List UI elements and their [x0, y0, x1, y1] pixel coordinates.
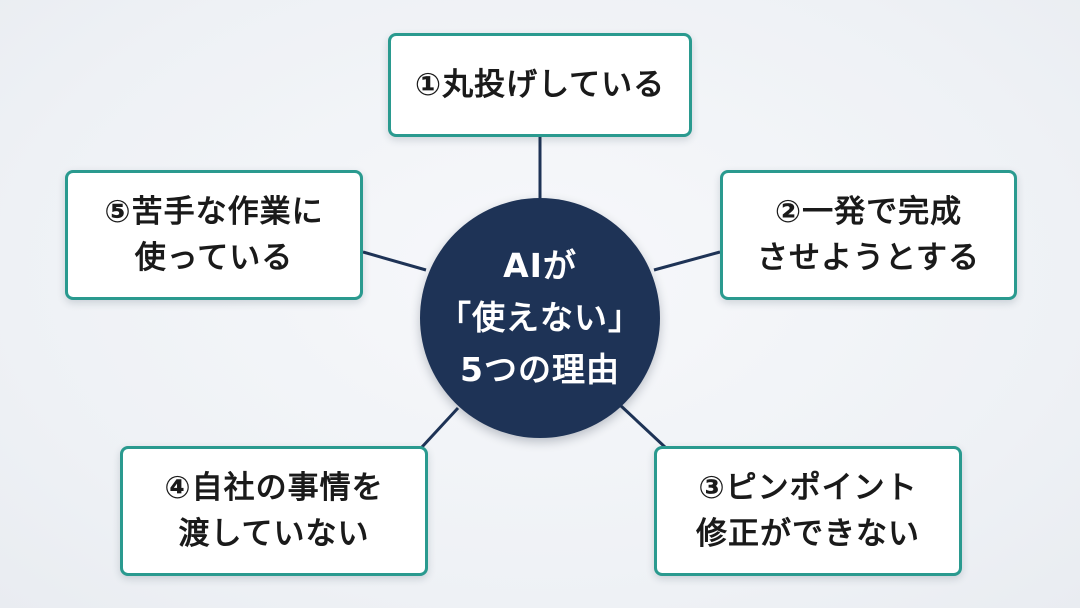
connector-2 — [653, 250, 721, 272]
reason-4-line-2: 渡していない — [178, 516, 370, 552]
reason-box-2: ②一発で完成 させようとする — [720, 170, 1017, 300]
reason-1-line-1: ①丸投げしている — [414, 67, 666, 103]
reason-4-line-1: ④自社の事情を — [164, 470, 384, 506]
reason-2-line-2: させようとする — [756, 240, 981, 276]
connector-3 — [618, 403, 668, 450]
reason-2-line-1: ②一発で完成 — [774, 194, 963, 230]
reason-3-line-1: ③ピンポイント — [698, 470, 918, 506]
reason-5-line-2: 使っている — [134, 240, 294, 276]
connector-4 — [420, 406, 460, 449]
reason-box-4: ④自社の事情を 渡していない — [120, 446, 428, 576]
reason-box-3: ③ピンポイント 修正ができない — [654, 446, 962, 576]
reason-5-line-1: ⑤苦手な作業に — [104, 194, 324, 230]
central-topic-line-1: AIが — [503, 246, 577, 285]
central-topic-circle: AIが 「使えない」 5つの理由 — [420, 198, 660, 438]
reason-3-line-2: 修正ができない — [696, 516, 920, 552]
central-topic-line-2: 「使えない」 — [438, 298, 642, 337]
central-topic-line-3: 5つの理由 — [460, 350, 620, 389]
connector-5 — [362, 250, 427, 272]
reason-box-5: ⑤苦手な作業に 使っている — [65, 170, 363, 300]
reason-box-1: ①丸投げしている — [388, 33, 692, 137]
